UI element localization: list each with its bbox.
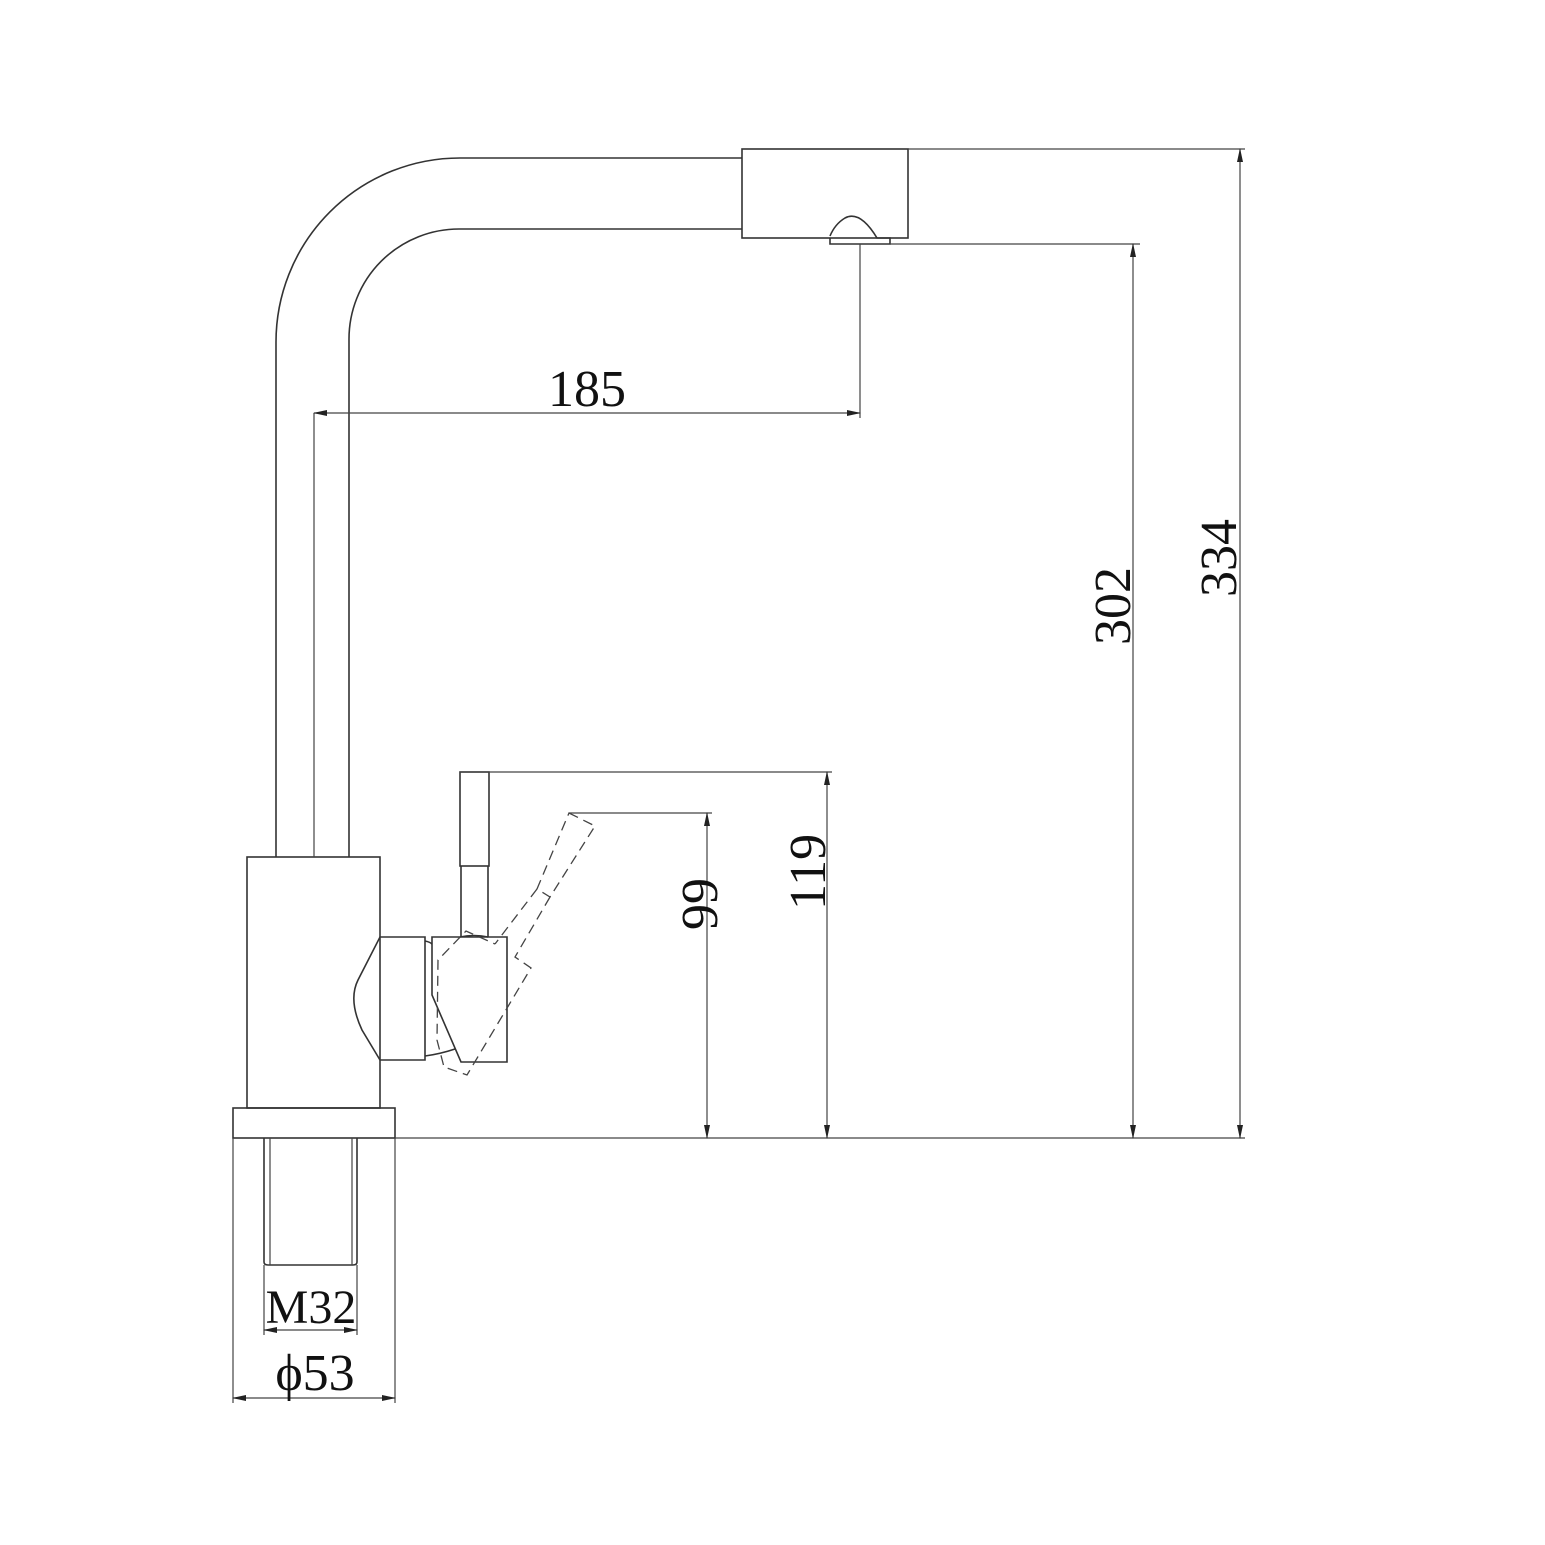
spout <box>275 157 742 857</box>
faucet-body <box>246 856 381 1109</box>
dim-label-diameter-53: ϕ53 <box>275 1345 354 1402</box>
dim-label-302: 302 <box>1085 567 1142 645</box>
threaded-shank <box>263 1138 358 1266</box>
spray-head <box>741 148 909 245</box>
dim-label-334: 334 <box>1191 519 1248 597</box>
dim-label-119: 119 <box>780 834 837 910</box>
dimension-lines <box>232 148 1243 1401</box>
dim-label-m32: M32 <box>266 1281 357 1334</box>
base-ring <box>232 1107 396 1139</box>
extension-lines <box>232 148 1245 1403</box>
handle-rotated-position <box>436 812 596 1076</box>
dim-label-185: 185 <box>548 361 626 418</box>
dim-label-99: 99 <box>672 878 729 930</box>
handle <box>353 771 508 1063</box>
